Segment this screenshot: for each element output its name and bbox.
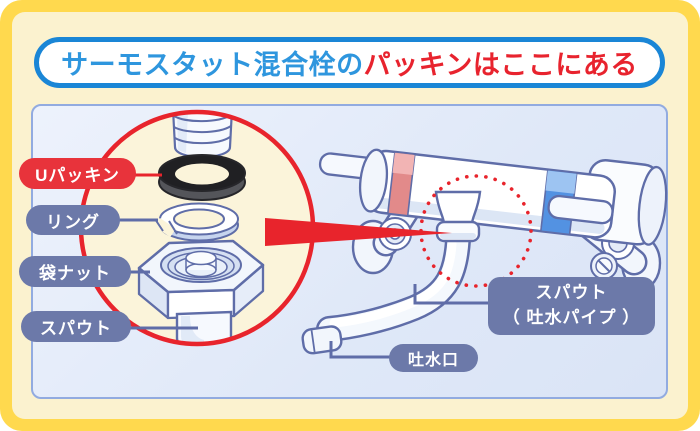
spout-pipe-label: スパウト （ 吐水パイプ ） — [488, 277, 655, 335]
spout-pipe-label-line1: スパウト — [535, 283, 608, 303]
magnifier-pointer-arrow — [265, 218, 452, 246]
faucet-body — [318, 148, 668, 246]
spout-outlet-tip — [301, 325, 343, 355]
faucet-illustration — [301, 148, 668, 355]
water-outlet-label: 吐水口 — [389, 344, 478, 372]
title-text-blue: サーモスタット混合栓の — [61, 50, 364, 80]
cap-nut-label: 袋ナット — [19, 256, 131, 287]
cap-nut-part — [137, 239, 265, 320]
hot-indicator-band — [386, 150, 416, 217]
spout-pipe — [301, 227, 471, 355]
u-packing-part — [158, 154, 246, 201]
spout-pipe-connector — [413, 284, 489, 305]
spout-label: スパウト — [21, 311, 131, 342]
magnifier-circle — [78, 109, 316, 347]
spout-connection — [434, 190, 482, 243]
u-packing-label: Uパッキン — [19, 158, 136, 189]
title-banner: サーモスタット混合栓のパッキンはここにある — [34, 37, 665, 88]
ring-label: リング — [26, 205, 120, 235]
outlet-connector — [329, 341, 390, 359]
spout-pipe-label-line2: （ 吐水パイプ ） — [502, 308, 641, 327]
title-text-red: パッキンはここにある — [363, 50, 638, 80]
cold-handle — [547, 194, 614, 225]
callout-connectors — [116, 173, 489, 359]
mount-screw-icon — [590, 252, 618, 280]
split-ring-part — [154, 202, 239, 242]
